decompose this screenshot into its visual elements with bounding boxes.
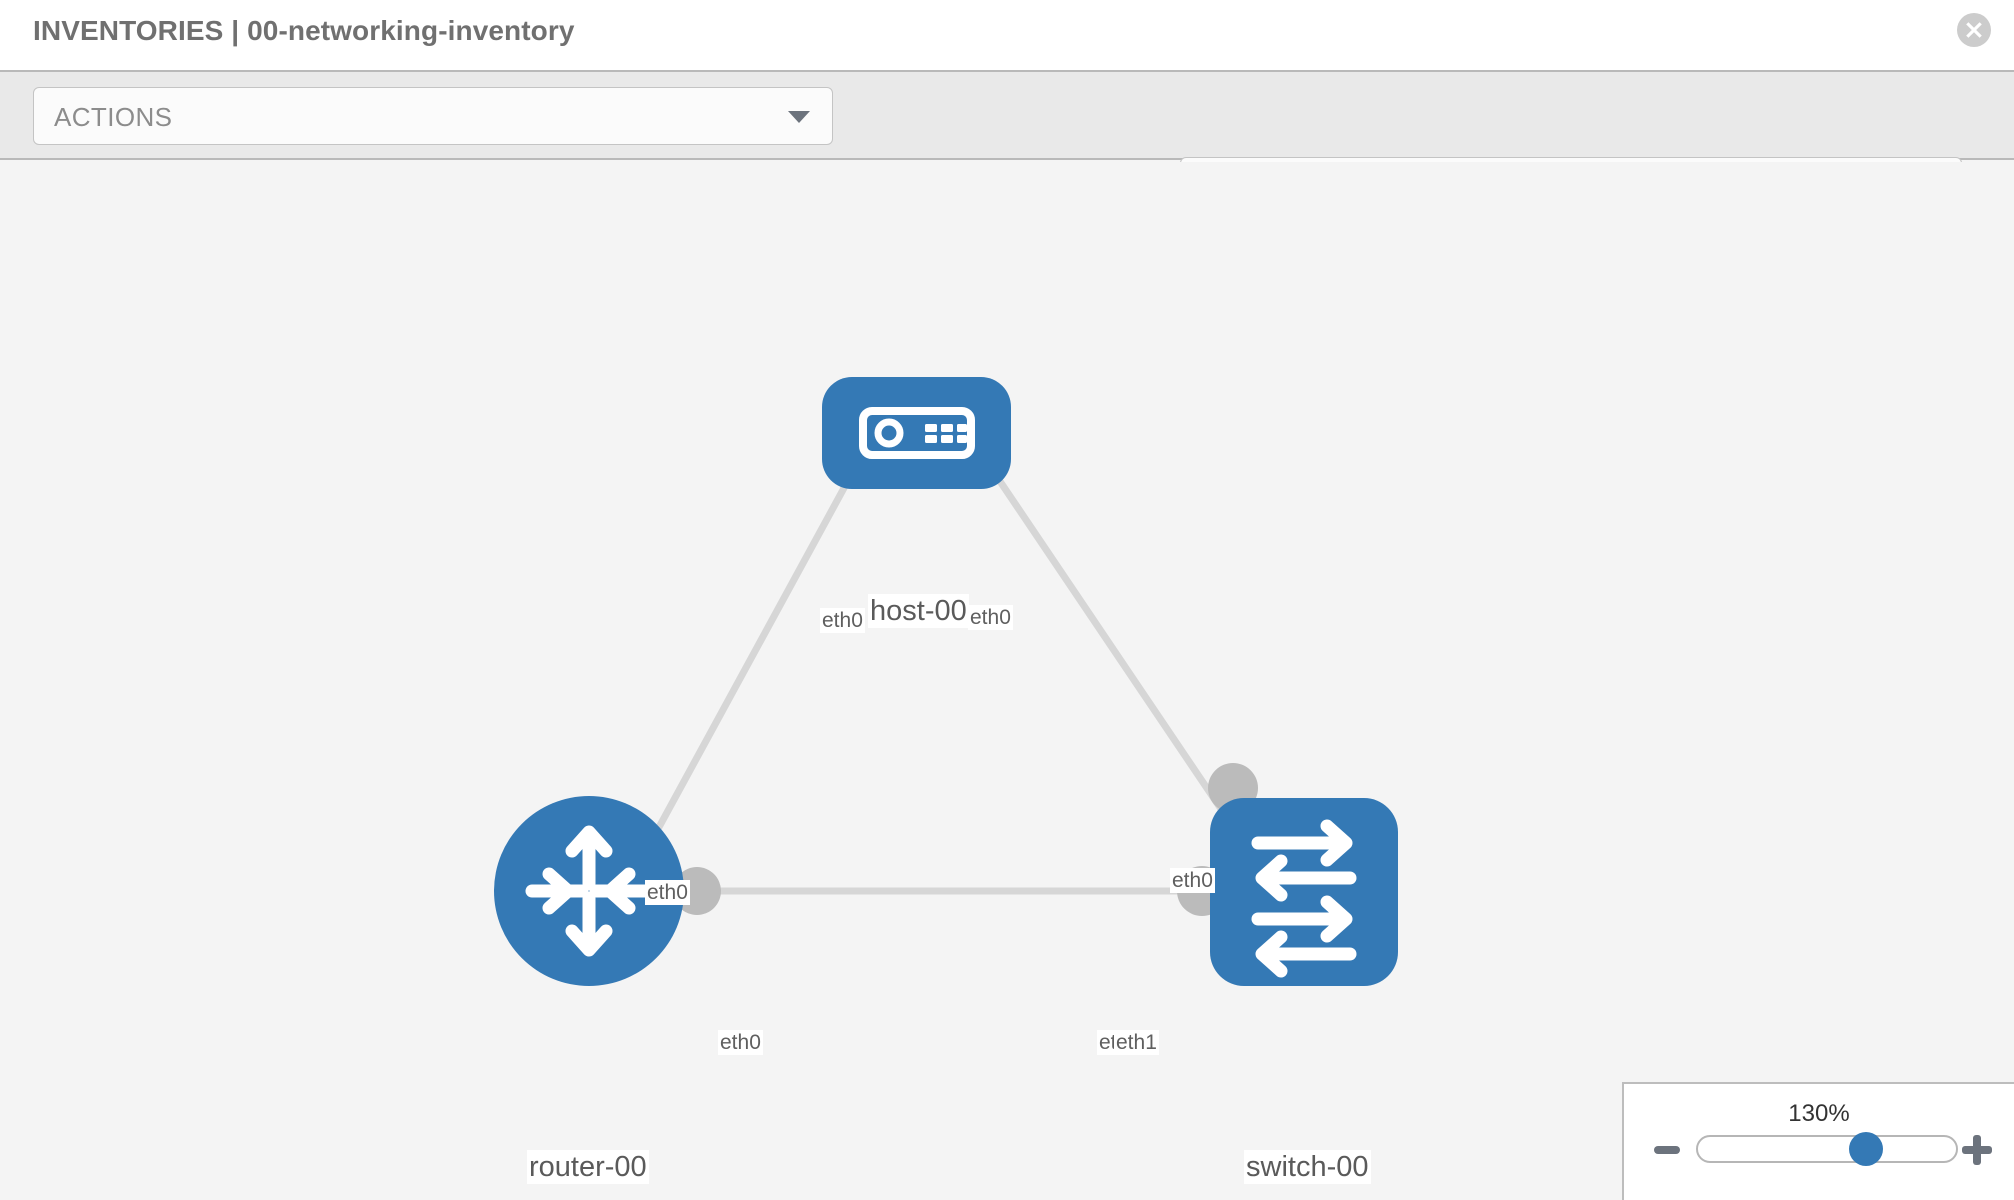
node-label-router-00: router-00 — [527, 1150, 649, 1185]
page-title: INVENTORIES | 00-networking-inventory — [33, 15, 575, 46]
page-header: INVENTORIES | 00-networking-inventory — [0, 0, 2014, 70]
zoom-control-panel: 130% — [1622, 1082, 2014, 1200]
plus-icon[interactable] — [1962, 1135, 1992, 1165]
node-host-00[interactable] — [822, 377, 1011, 489]
close-icon[interactable] — [1957, 13, 1991, 47]
edge-label-router00-up: eth0 — [645, 880, 690, 906]
link-host00-router00 — [636, 420, 884, 864]
edge-label-host00-right: eth0 — [968, 605, 1013, 631]
topology-canvas[interactable]: eth0 eth0 eth0 eth0 eth0 eth0 eth1 host-… — [0, 162, 2014, 1200]
edge-label-switch00-left-b: eth1 — [1114, 1030, 1159, 1056]
link-host00-switch00 — [957, 420, 1253, 854]
edge-label-switch00-up: eth0 — [1170, 868, 1215, 894]
node-label-switch-00: switch-00 — [1244, 1150, 1371, 1185]
edge-label-host00-left: eth0 — [820, 608, 865, 634]
zoom-level-value: 130% — [1788, 1100, 1850, 1127]
topology-links — [636, 420, 1253, 895]
node-switch-00[interactable] — [1210, 798, 1398, 986]
actions-dropdown-label: ACTIONS — [54, 102, 173, 132]
edge-label-router00-right: eth0 — [718, 1030, 763, 1056]
actions-dropdown[interactable]: ACTIONS — [33, 87, 833, 145]
toolbar: ACTIONS SEARCH — [0, 70, 2014, 215]
zoom-slider[interactable] — [1696, 1132, 1958, 1166]
topology-graph — [494, 377, 1398, 986]
minus-icon[interactable] — [1654, 1146, 1680, 1154]
node-router-00[interactable] — [494, 796, 684, 986]
node-label-host-00: host-00 — [868, 594, 969, 629]
chevron-down-icon — [788, 111, 810, 123]
zoom-slider-thumb[interactable] — [1848, 1132, 1883, 1166]
